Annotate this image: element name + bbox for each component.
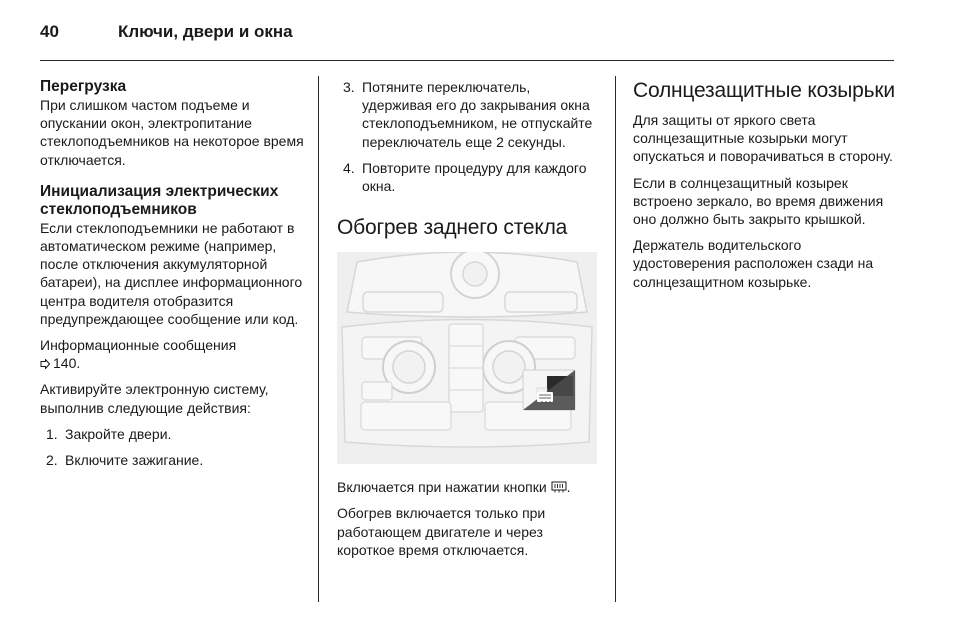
list-item: 4. Повторите процедуру для каждого окна. bbox=[337, 159, 601, 195]
sunvisors-heading: Солнцезащитные козырьки bbox=[633, 79, 895, 102]
button-line: Включается при нажатии кнопки . bbox=[337, 478, 601, 496]
sunvisors-text-3: Держатель водительского удостоверения ра… bbox=[633, 237, 874, 290]
overload-text: При слишком частом подъеме и опускании о… bbox=[40, 97, 304, 168]
sunvisors-text-2: Если в солнцезащитный козырек встроено з… bbox=[633, 174, 884, 228]
step-number: 3. bbox=[343, 79, 355, 95]
button-text: Включается при нажатии кнопки bbox=[337, 479, 547, 496]
button-end: . bbox=[566, 479, 571, 496]
column-divider bbox=[615, 76, 616, 602]
activate-text: Активируйте электронную систему, выполни… bbox=[40, 381, 269, 416]
page-number: 40 bbox=[40, 22, 59, 41]
arrow-reference-icon bbox=[40, 359, 50, 370]
rear-window-heating-icon bbox=[551, 481, 567, 493]
step-text: Включите зажигание. bbox=[65, 452, 204, 469]
step-number: 2. bbox=[46, 452, 58, 469]
engine-text: Обогрев включается только при работающем… bbox=[337, 505, 546, 558]
init-text: Если стеклоподъемники не работают в авто… bbox=[40, 219, 303, 327]
column-right: Солнцезащитные козырьки Для защиты от яр… bbox=[633, 78, 897, 299]
page-header: 40 Ключи, двери и окна bbox=[40, 20, 894, 61]
info-messages-page: 140. bbox=[53, 355, 81, 372]
sunvisors-text-1: Для защиты от яркого света солнцезащитны… bbox=[633, 112, 893, 165]
step-text: Потяните переключатель, удерживая его до… bbox=[362, 79, 593, 150]
steps-list-2: 3. Потяните переключатель, удерживая его … bbox=[337, 78, 601, 195]
init-heading: Инициализация электрических стеклоподъем… bbox=[40, 182, 279, 218]
step-text: Повторите процедуру для каждого окна. bbox=[362, 159, 587, 195]
info-messages-text: Информационные сообщения bbox=[40, 337, 237, 354]
list-item: 3. Потяните переключатель, удерживая его … bbox=[337, 78, 601, 151]
overload-heading: Перегрузка bbox=[40, 78, 127, 95]
steps-list-1: 1. Закройте двери. 2. Включите зажигание. bbox=[40, 425, 306, 469]
list-item: 2. Включите зажигание. bbox=[40, 451, 306, 469]
list-item: 1. Закройте двери. bbox=[40, 425, 306, 443]
step-text: Закройте двери. bbox=[65, 425, 172, 442]
console-illustration bbox=[337, 252, 597, 465]
rear-window-heading: Обогрев заднего стекла bbox=[337, 216, 568, 240]
step-number: 4. bbox=[343, 159, 355, 176]
info-messages-ref: Информационные сообщения 140. bbox=[40, 336, 306, 372]
step-number: 1. bbox=[46, 425, 58, 442]
chapter-title: Ключи, двери и окна bbox=[118, 22, 293, 41]
column-divider bbox=[318, 76, 319, 602]
column-middle: 3. Потяните переключатель, удерживая его … bbox=[337, 78, 601, 567]
column-left: Перегрузка При слишком частом подъеме и … bbox=[40, 78, 306, 477]
